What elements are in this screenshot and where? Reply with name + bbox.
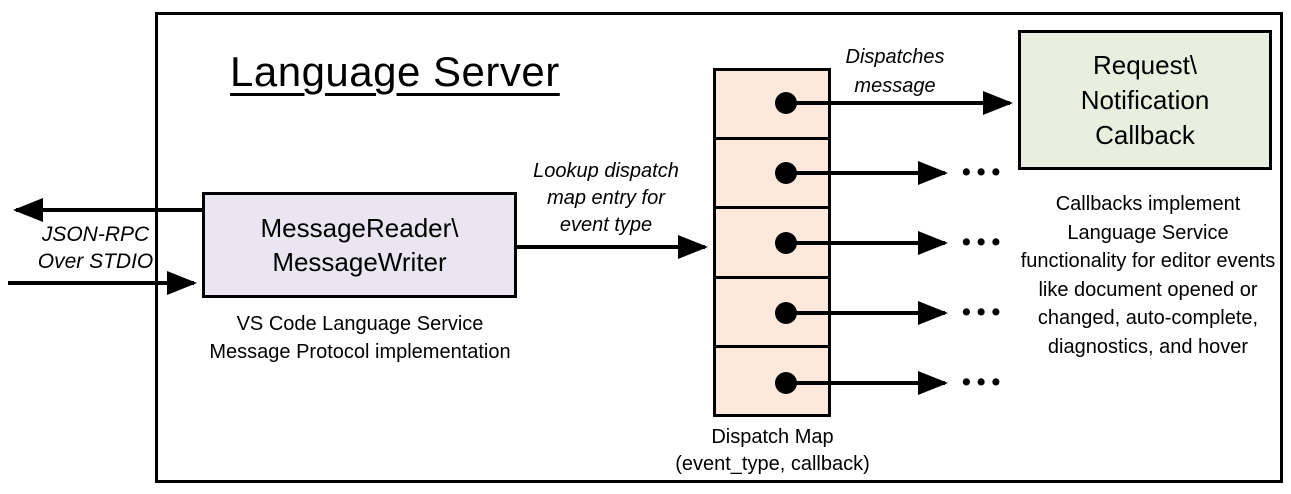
ellipsis-row-5: •••	[962, 368, 1007, 396]
dispatch-map-cell	[716, 209, 828, 279]
lookup-label-line1: Lookup dispatch	[533, 160, 679, 182]
message-writer-label: MessageWriter	[272, 247, 447, 277]
callback-label-line2: Notification	[1080, 84, 1210, 115]
dispatch-map-cell	[716, 279, 828, 348]
json-rpc-stdio-label: JSON-RPC Over STDIO	[18, 221, 173, 275]
map-caption-line2: (event_type, callback)	[675, 453, 870, 475]
handler-caption-line1: VS Code Language Service	[236, 313, 484, 335]
dispatch-map-cell	[716, 71, 828, 141]
dispatch-label-line2: message	[854, 75, 936, 97]
lookup-dispatch-label: Lookup dispatch map entry for event type	[500, 158, 712, 239]
dispatch-map-cell	[716, 140, 828, 210]
ellipsis-row-2: •••	[962, 158, 1007, 186]
io-label-line1: JSON-RPC	[41, 223, 150, 246]
diagram-title: Language Server	[230, 48, 560, 95]
callback-caption: Callbacks implement Language Service fun…	[1020, 193, 1276, 358]
request-notification-callback-box: Request\ Notification Callback	[1018, 30, 1272, 170]
lookup-label-line3: event type	[559, 214, 653, 236]
dispatch-map-caption: Dispatch Map (event_type, callback)	[640, 424, 905, 478]
dispatch-map-cell	[716, 348, 828, 414]
map-caption-line1: Dispatch Map	[711, 426, 834, 448]
lookup-label-line2: map entry for	[547, 187, 665, 209]
message-reader-label: MessageReader\	[260, 213, 459, 243]
handler-caption-line2: Message Protocol implementation	[209, 341, 511, 363]
ellipsis-row-4: •••	[962, 298, 1007, 326]
message-handler-caption: VS Code Language Service Message Protoco…	[195, 310, 525, 366]
dispatch-map	[713, 68, 831, 417]
io-label-line2: Over STDIO	[37, 250, 154, 273]
dispatches-message-label: Dispatches message	[810, 43, 980, 101]
callback-label-line3: Callback	[1095, 119, 1195, 150]
dispatch-label-line1: Dispatches	[845, 46, 945, 68]
callback-label-line1: Request\	[1092, 49, 1198, 80]
ellipsis-row-3: •••	[962, 228, 1007, 256]
message-reader-writer-box: MessageReader\ MessageWriter	[202, 192, 517, 298]
